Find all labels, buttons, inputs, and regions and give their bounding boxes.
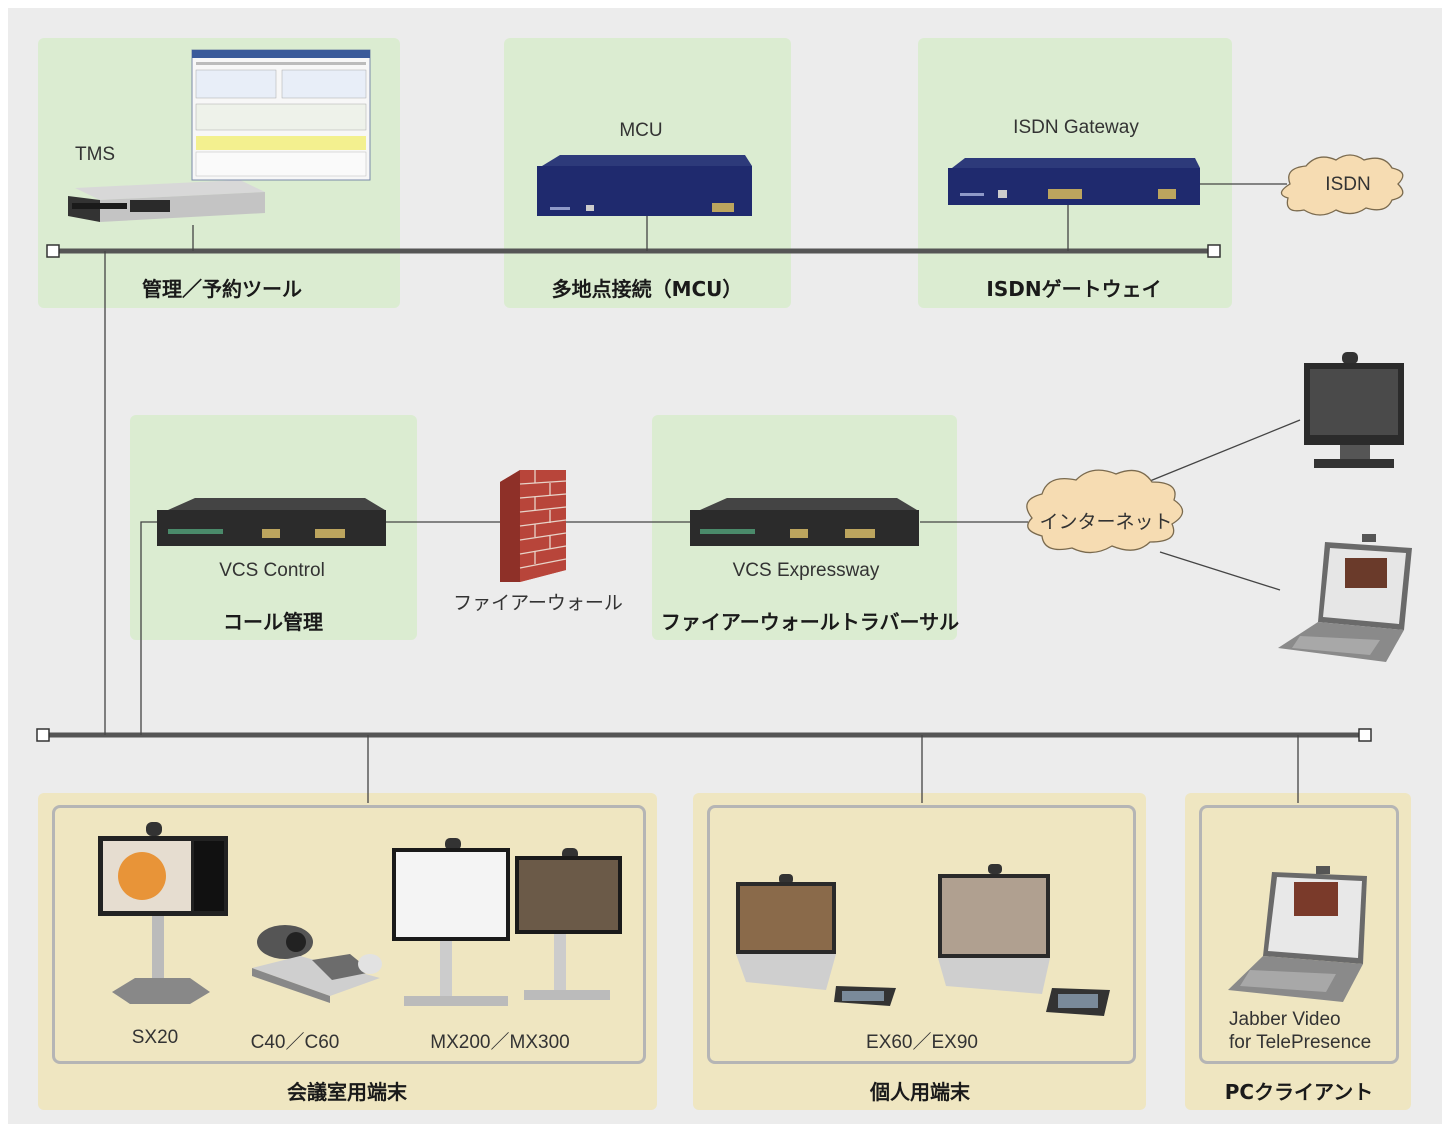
bus-terminator: [1358, 728, 1372, 742]
sx20-device: [98, 822, 228, 1004]
link-internet-mx: [1144, 419, 1301, 484]
pc-client-frame: [1199, 805, 1399, 1064]
room-endpoints-title: 会議室用端末: [287, 1080, 407, 1104]
internet-cloud: [1026, 469, 1184, 554]
internet-cloud-label: インターネット: [1039, 512, 1173, 533]
call-control-title: コール管理: [223, 610, 323, 634]
pc-client-title: PCクライアント: [1224, 1080, 1374, 1104]
jabber-label-line1: Jabber Video: [1229, 1009, 1341, 1030]
mcu-device: [537, 155, 752, 216]
isdn-cloud-label: ISDN: [1325, 174, 1371, 195]
isdn-cloud: [1280, 154, 1404, 216]
firewall-wall: [500, 470, 567, 582]
ex60-device: [736, 874, 896, 1006]
isdn-gateway-title: ISDNゲートウェイ: [986, 277, 1162, 301]
vcs-expressway-label: VCS Expressway: [732, 560, 880, 581]
jabber-label-line2: for TelePresence: [1229, 1032, 1372, 1053]
isdn-gateway-label: ISDN Gateway: [1013, 117, 1139, 138]
personal-endpoints-frame: [707, 805, 1136, 1064]
firewall-traversal-title: ファイアーウォールトラバーサル: [660, 610, 960, 634]
tms-label: TMS: [75, 144, 116, 165]
bus-terminator: [46, 244, 60, 258]
management-title: 管理／予約ツール: [142, 277, 302, 301]
tms-screen: [191, 49, 371, 181]
mcu-label: MCU: [619, 120, 663, 141]
vcs-control-label: VCS Control: [219, 560, 325, 581]
c40-c60-label: C40／C60: [250, 1032, 340, 1053]
link-internet-laptop: [1159, 551, 1281, 591]
sx20-label: SX20: [131, 1027, 179, 1048]
mx200-device: [392, 838, 510, 1006]
personal-endpoints-title: 個人用端末: [870, 1080, 970, 1104]
mcu-title: 多地点接続（MCU）: [551, 277, 743, 301]
ex60-ex90-label: EX60／EX90: [866, 1032, 978, 1053]
c40-c60-device: [252, 925, 382, 1003]
mx300-device: [515, 848, 622, 1000]
mx200-mx300-label: MX200／MX300: [430, 1032, 570, 1053]
remote-laptop: [1278, 534, 1412, 662]
bus-terminator: [1207, 244, 1221, 258]
vcs-control-device: [157, 498, 386, 546]
bus-terminator: [36, 728, 50, 742]
firewall-label: ファイアーウォール: [453, 593, 623, 614]
remote-mx-endpoint: [1304, 352, 1404, 468]
isdn-gateway-device: [948, 158, 1200, 205]
vcs-expressway-device: [690, 498, 919, 546]
link-vcs-control-bus: [140, 521, 157, 735]
tms-server: [68, 180, 265, 222]
room-endpoints-frame: [52, 805, 646, 1064]
jabber-laptop: [1228, 866, 1367, 1002]
ex90-device: [938, 864, 1110, 1016]
